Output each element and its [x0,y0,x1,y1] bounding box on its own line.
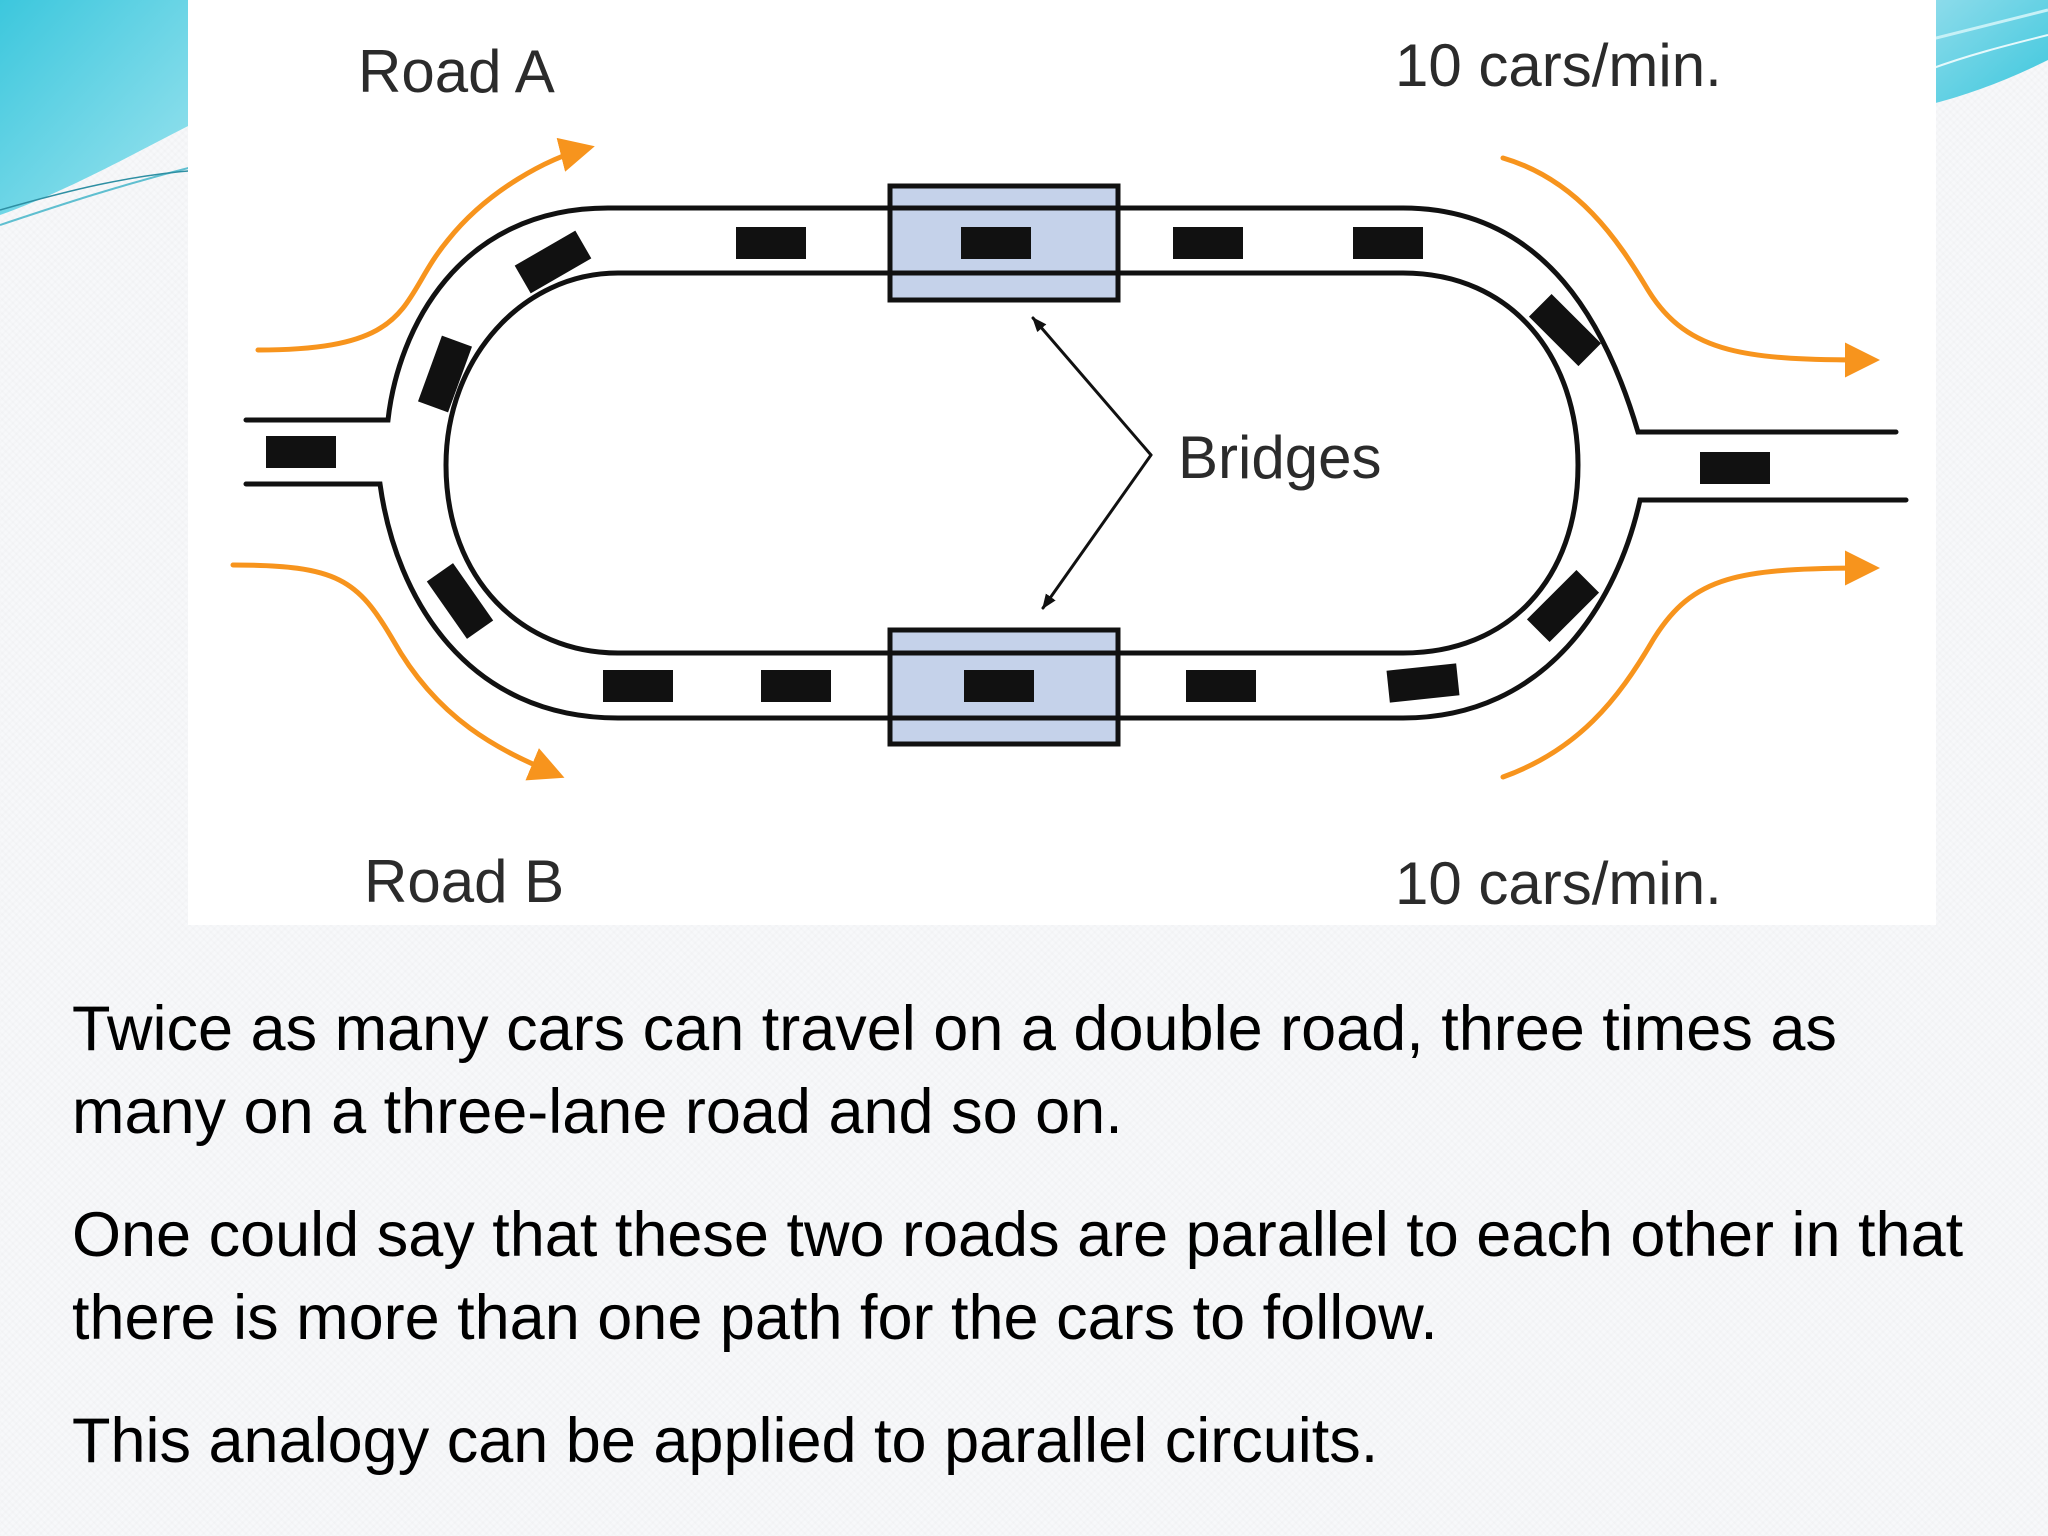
car [961,227,1031,259]
car [603,670,673,702]
car [964,670,1034,702]
road-analogy-figure: Road A Road B 10 cars/min. 10 cars/min. … [188,0,1936,925]
car [1173,227,1243,259]
road-outlines [243,205,1909,721]
rate-label-top: 10 cars/min. [1395,32,1722,99]
car [266,436,336,468]
road-diagram [230,137,1909,781]
road-b-label: Road B [364,848,565,915]
car [426,563,494,639]
flow-arrow-in-top [255,137,595,353]
car [1386,663,1460,703]
paragraph-double-road: Twice as many cars can travel on a doubl… [72,994,1837,1147]
car [1528,293,1602,367]
car [417,335,473,413]
flow-arrow-in-bottom [230,562,565,781]
paragraph-parallel-roads: One could say that these two roads are p… [72,1200,1964,1353]
decorative-wave-topleft [0,0,200,226]
paragraph-circuit-analogy: This analogy can be applied to parallel … [72,1406,1379,1476]
bridge-pointers [1031,316,1153,610]
car [1526,569,1600,643]
car [514,230,592,294]
flow-arrow-out-top [1500,155,1880,378]
car [1186,670,1256,702]
rate-label-bottom: 10 cars/min. [1395,850,1722,917]
bridges-label: Bridges [1178,424,1382,491]
car [736,227,806,259]
car [1700,452,1770,484]
flow-arrows [230,137,1880,781]
slide-body-text: Twice as many cars can travel on a doubl… [72,988,2002,1523]
car [761,670,831,702]
decorative-wave-topright [1928,0,2048,105]
car [1353,227,1423,259]
flow-arrow-out-bottom [1500,550,1880,780]
road-a-label: Road A [358,38,555,105]
cars [266,227,1770,703]
